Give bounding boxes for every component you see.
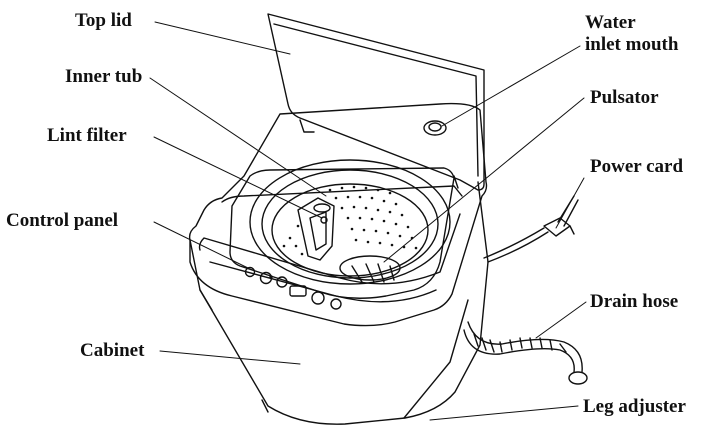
drain-hose-part bbox=[463, 321, 588, 385]
label-power-cord: Power card bbox=[590, 156, 684, 177]
label-control-panel: Control panel bbox=[6, 210, 119, 231]
leader-lines bbox=[149, 21, 587, 421]
power-cord-part bbox=[483, 195, 579, 263]
label-water-inlet-line2: inlet mouth bbox=[585, 34, 679, 55]
cabinet-body bbox=[189, 181, 489, 425]
label-water-inlet-line1: Water bbox=[585, 12, 636, 33]
label-leg-adjuster: Leg adjuster bbox=[583, 396, 686, 417]
label-pulsator: Pulsator bbox=[590, 87, 659, 108]
tub-perforations bbox=[282, 185, 418, 256]
inner-tub bbox=[229, 159, 455, 299]
label-drain-hose: Drain hose bbox=[590, 291, 679, 312]
label-lint-filter: Lint filter bbox=[47, 125, 127, 146]
label-cabinet: Cabinet bbox=[80, 340, 145, 361]
label-inner-tub: Inner tub bbox=[65, 66, 143, 87]
label-top-lid: Top lid bbox=[75, 10, 132, 31]
water-inlet-part bbox=[423, 120, 447, 136]
label-water-inlet: Water inlet mouth bbox=[585, 12, 715, 56]
lint-filter-part bbox=[297, 197, 335, 261]
top-lid bbox=[267, 13, 485, 191]
